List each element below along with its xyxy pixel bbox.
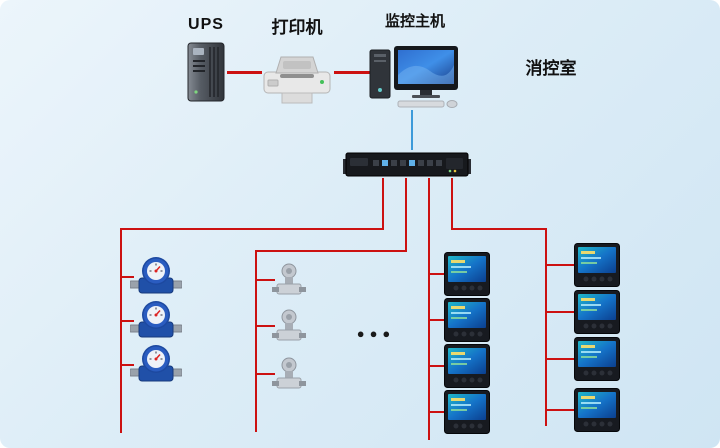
ups-label: UPS [188,16,224,33]
data-collector-device [343,150,471,178]
valve-meter-icon [272,357,306,389]
host-computer-device [368,44,460,108]
control-room-label: 消控室 [525,59,577,78]
branch1-vertical [120,228,122,433]
water-meter-icon [130,345,182,382]
branch4-horizontal [451,228,547,230]
power-meter-left-3 [444,344,490,388]
branch1-stub-2 [120,320,134,322]
branch2-stub-3 [255,373,275,375]
water-meter-device-3 [130,344,182,386]
power-meter-icon [574,243,620,287]
branch4-vertical [545,228,547,426]
power-meter-icon [574,337,620,381]
power-meter-icon [444,390,490,434]
ups-tower-device [185,42,227,102]
power-meter-icon [574,290,620,334]
power-meter-icon [444,252,490,296]
drop-line-3 [428,178,430,440]
branch3-stub-2 [428,319,446,321]
link-printer-host [334,71,372,74]
power-meter-right-2 [574,290,620,334]
valve-meter-icon [272,263,306,295]
link-ups-printer [227,71,262,74]
power-meter-icon [574,388,620,432]
monitor-host-label: 监控主机 [384,13,445,30]
branch2-stub-1 [255,279,275,281]
water-meter-device-2 [130,300,182,342]
valve-device-3 [272,356,306,392]
branch2-horizontal [255,250,407,252]
branch4-stub-3 [545,358,575,360]
uplink-host-collector [411,110,413,150]
valve-device-2 [272,308,306,344]
power-meter-right-3 [574,337,620,381]
power-meter-right-1 [574,243,620,287]
branch4-stub-2 [545,311,575,313]
power-meter-left-2 [444,298,490,342]
branch3-stub-4 [428,411,446,413]
power-meter-icon [444,344,490,388]
branch1-stub-1 [120,276,134,278]
branch2-vertical [255,250,257,432]
water-meter-icon [130,257,182,294]
drop-line-4 [451,178,453,230]
water-meter-device-1 [130,256,182,298]
drop-line-2 [405,178,407,252]
drop-line-1 [382,178,384,230]
branch1-horizontal [120,228,384,230]
ups-tower-icon [187,42,225,102]
power-meter-left-1 [444,252,490,296]
power-meter-right-4 [574,388,620,432]
valve-meter-icon [272,309,306,341]
power-meter-left-4 [444,390,490,434]
branch4-stub-4 [545,409,575,411]
branch3-stub-1 [428,273,446,275]
branch1-stub-3 [120,364,134,366]
water-meter-icon [130,301,182,338]
printer-device [260,50,334,106]
power-meter-icon [444,298,490,342]
valve-device-1 [272,262,306,298]
printer-label: 打印机 [271,18,323,37]
branch3-stub-3 [428,365,446,367]
more-branches-ellipsis: ●●● [356,326,396,341]
branch4-stub-1 [545,264,575,266]
branch2-stub-2 [255,325,275,327]
data-collector-icon [343,152,471,177]
desktop-computer-icon [369,46,458,108]
printer-icon [263,56,331,104]
